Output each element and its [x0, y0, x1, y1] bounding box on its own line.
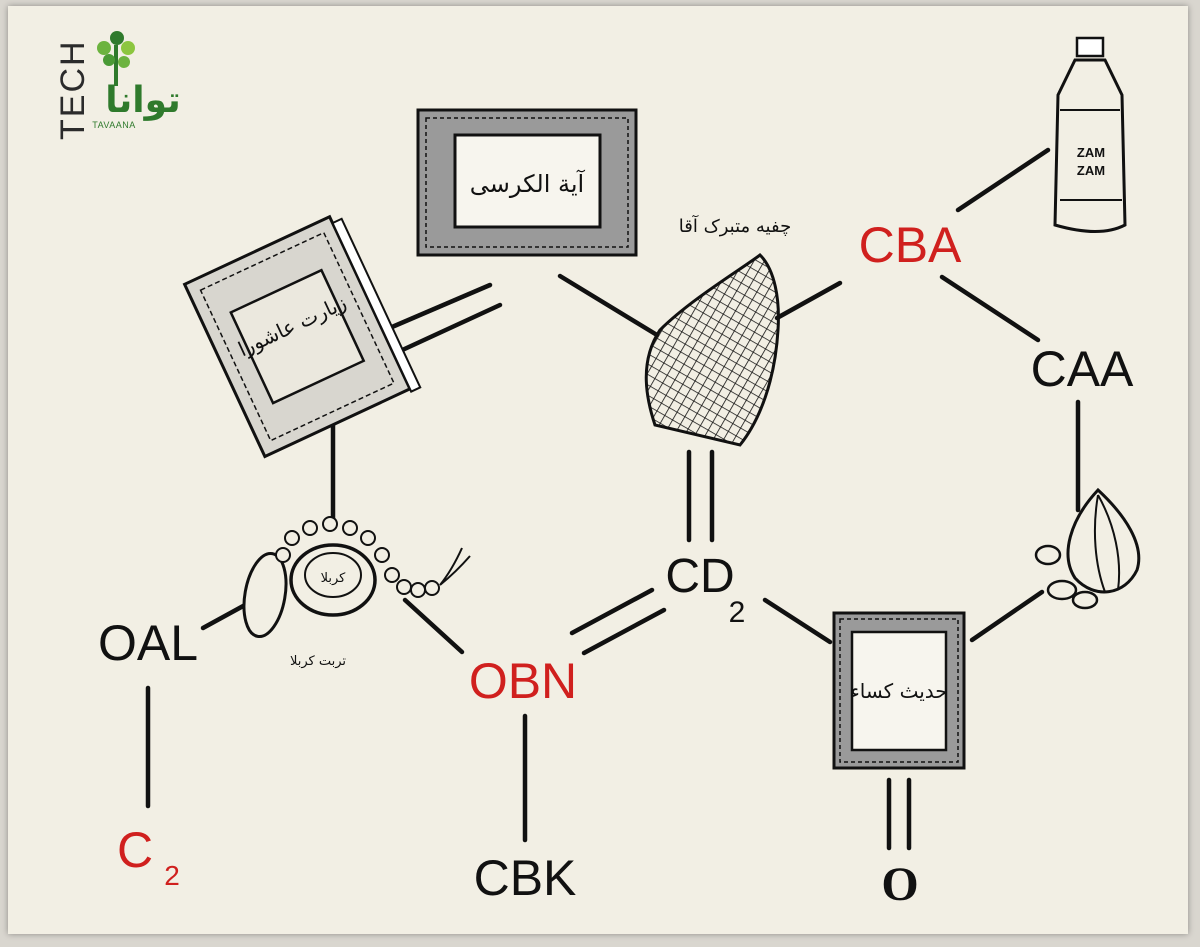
- tree-icon: [97, 31, 135, 86]
- bond-cba-caa: [939, 274, 1041, 343]
- garlic-bulb: [1034, 487, 1141, 610]
- label-obn: OBN: [469, 653, 577, 709]
- ziarat-ashura-book: زیارت عاشورا: [182, 214, 422, 459]
- bond-book-ayat-b: [395, 302, 503, 355]
- bond-cd2-obn-b: [581, 607, 667, 656]
- hadith-kisa-frame: حدیث کساء: [832, 611, 966, 770]
- bond-ayat-chafie: [557, 273, 660, 338]
- ayat-al-kursi-frame: آیة الکرسی: [416, 108, 638, 257]
- bond-torbat-obn: [402, 597, 465, 655]
- label-o: O: [881, 858, 918, 911]
- logo-brand-farsi: توانا: [105, 80, 180, 121]
- ayat-al-kursi-text: آیة الکرسی: [470, 169, 586, 198]
- bond-cd2-hadith: [762, 597, 833, 645]
- bond-garlic-hadith: [969, 589, 1045, 643]
- logo-brand-latin: TAVAANA: [92, 120, 136, 130]
- label-c2-sub: 2: [164, 860, 180, 891]
- bond-cba-zamzam: [955, 147, 1051, 213]
- atom-labels: OAL C 2 OBN CBK CD 2 CBA CAA O: [98, 217, 1134, 911]
- zamzam-label-2: ZAM: [1077, 163, 1105, 178]
- label-c2-main: C: [117, 822, 153, 878]
- chafie-caption: چفیه متبرک آقا: [679, 214, 791, 237]
- bond-torbat-oal: [200, 602, 248, 631]
- tavaana-tech-logo: TECH توانا TAVAANA: [54, 31, 181, 140]
- torbat-karbala: کربلا تربت کربلا: [242, 516, 471, 669]
- bond-book-ayat-a: [382, 282, 493, 333]
- torbat-stamp-text: کربلا: [321, 571, 347, 586]
- logo-tech-text: TECH: [54, 39, 92, 140]
- chafie-scarf: چفیه متبرک آقا: [644, 214, 791, 447]
- label-cd2-main: CD: [665, 550, 734, 603]
- label-oal: OAL: [98, 615, 198, 671]
- label-cbk: CBK: [474, 850, 577, 906]
- label-cd2-sub: 2: [729, 596, 746, 629]
- zamzam-label-1: ZAM: [1077, 145, 1105, 160]
- bond-cd2-obn-a: [569, 587, 655, 636]
- zamzam-bottle: ZAM ZAM: [1053, 36, 1127, 233]
- bond-lines: [145, 147, 1081, 851]
- torbat-caption: تربت کربلا: [290, 654, 346, 669]
- label-cba: CBA: [859, 217, 962, 273]
- label-caa: CAA: [1031, 341, 1134, 397]
- bond-chafie-cba: [774, 280, 843, 321]
- hadith-kisa-text: حدیث کساء: [850, 679, 947, 703]
